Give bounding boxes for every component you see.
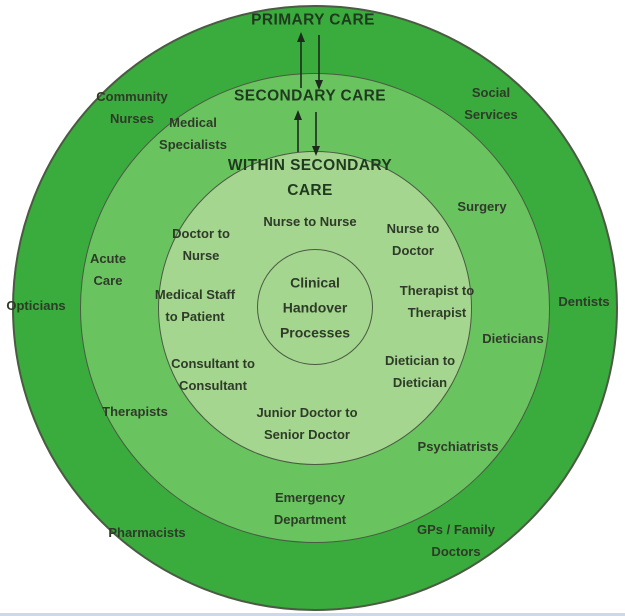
label-consultant-to-consultant: Consultant to Consultant bbox=[171, 356, 255, 393]
label-medical-staff-to-patient: Medical Staff to Patient bbox=[154, 287, 236, 324]
label-doctor-to-nurse: Doctor to Nurse bbox=[172, 226, 230, 263]
page-edge-line bbox=[0, 613, 625, 616]
label-dietician-to-dietician: Dietician to Dietician bbox=[384, 353, 456, 390]
label-psychiatrists: Psychiatrists bbox=[417, 439, 499, 454]
label-therapist-to-therapist: Therapist to Therapist bbox=[399, 283, 475, 320]
label-gps-family-doctors: GPs / Family Doctors bbox=[416, 522, 496, 559]
label-nurse-to-doctor: Nurse to Doctor bbox=[386, 221, 440, 258]
label-pharmacists: Pharmacists bbox=[108, 525, 186, 540]
label-medical-specialists: Medical Specialists bbox=[159, 115, 227, 152]
primary-care-heading: PRIMARY CARE bbox=[251, 11, 375, 29]
label-social-services: Social Services bbox=[464, 85, 518, 122]
center-label: Clinical Handover Processes bbox=[279, 274, 351, 341]
label-junior-to-senior-doctor: Junior Doctor to Senior Doctor bbox=[256, 405, 358, 442]
clinical-handover-core-circle bbox=[257, 249, 373, 365]
secondary-care-heading: SECONDARY CARE bbox=[233, 87, 387, 105]
label-emergency-department: Emergency Department bbox=[273, 490, 347, 527]
label-dieticians: Dieticians bbox=[482, 331, 544, 346]
label-nurse-to-nurse: Nurse to Nurse bbox=[263, 214, 357, 229]
label-therapists: Therapists bbox=[102, 404, 168, 419]
label-dentists: Dentists bbox=[558, 294, 610, 309]
label-community-nurses: Community Nurses bbox=[96, 89, 168, 126]
label-acute-care: Acute Care bbox=[89, 251, 127, 288]
within-secondary-care-heading: WITHIN SECONDARY CARE bbox=[227, 157, 393, 199]
label-opticians: Opticians bbox=[6, 298, 66, 313]
label-surgery: Surgery bbox=[457, 199, 507, 214]
